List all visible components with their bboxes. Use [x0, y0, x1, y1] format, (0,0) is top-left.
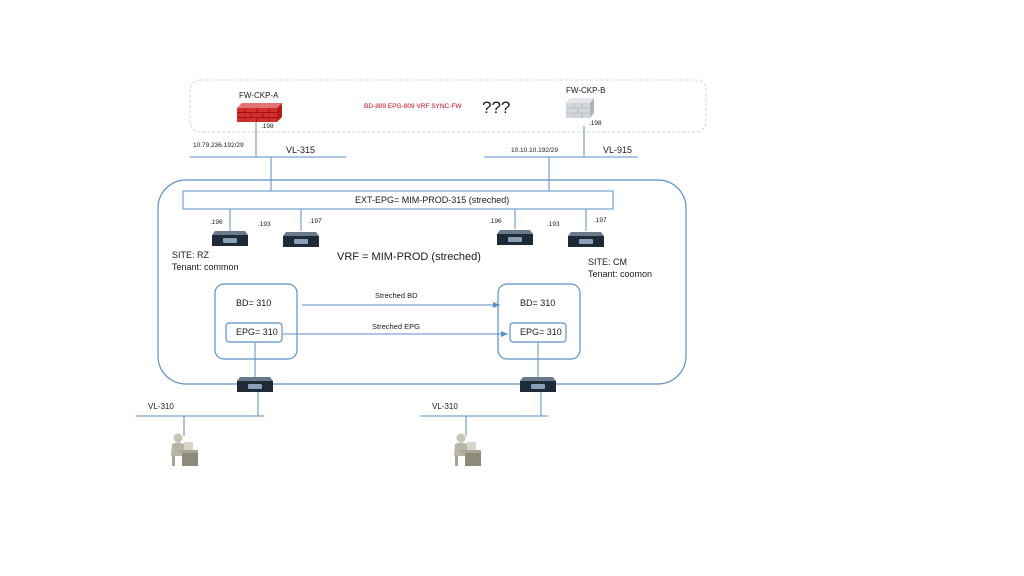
tenant-left: Tenant: common: [172, 262, 239, 272]
switch-ip-right-3: .197: [594, 217, 607, 224]
switch-ip-left-1: .196: [210, 219, 223, 226]
user-workstation-right: [454, 433, 481, 466]
fw-sync-note: BD-809 EPG-809 VRF SYNC-FW: [364, 103, 462, 110]
question-marks: ???: [482, 98, 511, 117]
firewall-a-name: FW-CKP-A: [239, 91, 279, 100]
streched-epg-label: Streched EPG: [372, 322, 420, 331]
bd-right: BD= 310: [520, 298, 556, 308]
switch-ip-right-2: .193: [547, 221, 560, 228]
subnet-left: 10.79.236.192/29: [193, 142, 244, 149]
bd-left: BD= 310: [236, 298, 272, 308]
firewall-banner-box: [189, 79, 707, 133]
tenant-right: Tenant: coomon: [588, 269, 653, 279]
epg-left: EPG= 310: [236, 327, 278, 337]
leaf-switch-cm-2: [568, 232, 604, 247]
vlan-right-bottom: VL-310: [432, 402, 458, 411]
switch-ip-left-2: .193: [258, 221, 271, 228]
site-left: SITE: RZ: [172, 250, 210, 260]
firewall-b-name: FW-CKP-B: [566, 86, 606, 95]
firewall-b-icon: [566, 98, 594, 118]
firewall-a-ip: .198: [261, 123, 274, 130]
epg-box-left: [225, 322, 283, 343]
firewall-a-icon: [237, 103, 282, 122]
leaf-switch-bottom-left: [237, 377, 273, 392]
leaf-switch-bottom-right: [520, 377, 556, 392]
vrf-label: VRF = MIM-PROD (streched): [337, 251, 481, 263]
switch-ip-right-1: .196: [489, 218, 502, 225]
ext-epg-bar: [182, 190, 614, 210]
bd-box-right: [497, 283, 581, 360]
firewall-b-ip: .198: [589, 120, 602, 127]
leaf-switch-cm-1: [497, 230, 533, 245]
switch-ip-left-3: .197: [309, 218, 322, 225]
leaf-switch-rz-1: [212, 231, 248, 246]
fabric-boundary: [157, 179, 687, 385]
streched-bd-label: Streched BD: [375, 291, 418, 300]
ext-epg-label: EXT-EPG= MIM-PROD-315 (streched): [355, 195, 510, 205]
vlan-right-top: VL-915: [603, 145, 633, 155]
bd-box-left: [214, 283, 298, 360]
leaf-switch-rz-2: [283, 232, 319, 247]
site-right: SITE: CM: [588, 257, 628, 267]
subnet-right: 10.10.10.192/29: [511, 147, 558, 154]
epg-right: EPG= 310: [520, 327, 562, 337]
user-workstation-left: [171, 433, 198, 466]
vlan-left-top: VL-315: [286, 145, 316, 155]
vlan-left-bottom: VL-310: [148, 402, 174, 411]
